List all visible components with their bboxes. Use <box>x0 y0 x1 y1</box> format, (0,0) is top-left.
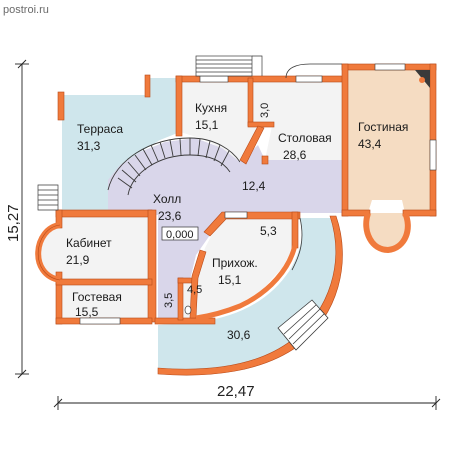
width-label: 22,47 <box>217 383 255 400</box>
living-area: 43,4 <box>358 137 382 151</box>
dining-floor <box>265 80 345 160</box>
study-floor <box>60 215 150 282</box>
kitchen-floor <box>180 80 258 160</box>
porch-area: 30,6 <box>227 328 251 342</box>
watermark: postroi.ru <box>3 4 49 16</box>
hall-name: Холл <box>153 192 181 206</box>
entry-area: 15,1 <box>218 273 242 287</box>
hall-area: 23,6 <box>158 209 182 223</box>
living-bay-floor <box>366 213 407 248</box>
terrace-floor <box>62 95 180 210</box>
guest-name: Гостевая <box>72 290 122 304</box>
windows <box>79 63 437 325</box>
depth-dimension <box>15 59 29 379</box>
level-mark-box <box>161 226 199 241</box>
study-area: 21,9 <box>66 253 90 267</box>
hall-upper-area: 12,4 <box>242 179 266 193</box>
left-steps <box>37 184 59 211</box>
corridor-area: 3,5 <box>163 293 175 308</box>
porch-steps <box>277 299 329 351</box>
terrace-area: 31,3 <box>77 139 101 153</box>
room-labels: Терраса 31,3 Кухня 15,1 3,0 Столовая 28,… <box>66 101 408 342</box>
pantry-floor <box>250 80 272 126</box>
dining-area: 28,6 <box>283 148 307 162</box>
dining-name: Столовая <box>278 131 332 145</box>
guest-floor <box>58 282 150 320</box>
depth-label: 15,27 <box>5 204 22 242</box>
width-dimension <box>53 396 441 410</box>
hall-floor <box>108 138 345 320</box>
level-mark: 0,000 <box>166 229 194 241</box>
living-name: Гостиная <box>358 120 408 134</box>
pantry-area: 3,0 <box>259 103 271 118</box>
entry-arc-wall <box>195 244 298 321</box>
entry-floor <box>196 215 295 316</box>
top-steps <box>195 55 263 77</box>
guest-area: 15,5 <box>75 305 99 319</box>
terrace-name: Терраса <box>77 122 123 136</box>
entry-name: Прихож. <box>212 256 258 270</box>
balcony-floor <box>148 78 180 96</box>
living-bay-wall <box>363 211 411 254</box>
kitchen-name: Кухня <box>195 101 227 115</box>
study-name: Кабинет <box>66 236 112 250</box>
toilet-icon <box>184 305 192 315</box>
kitchen-area: 15,1 <box>195 118 219 132</box>
living-floor <box>345 68 432 213</box>
wc-area: 4,5 <box>187 284 202 296</box>
wardrobe-area: 5,3 <box>260 224 277 238</box>
staircase <box>107 137 241 196</box>
